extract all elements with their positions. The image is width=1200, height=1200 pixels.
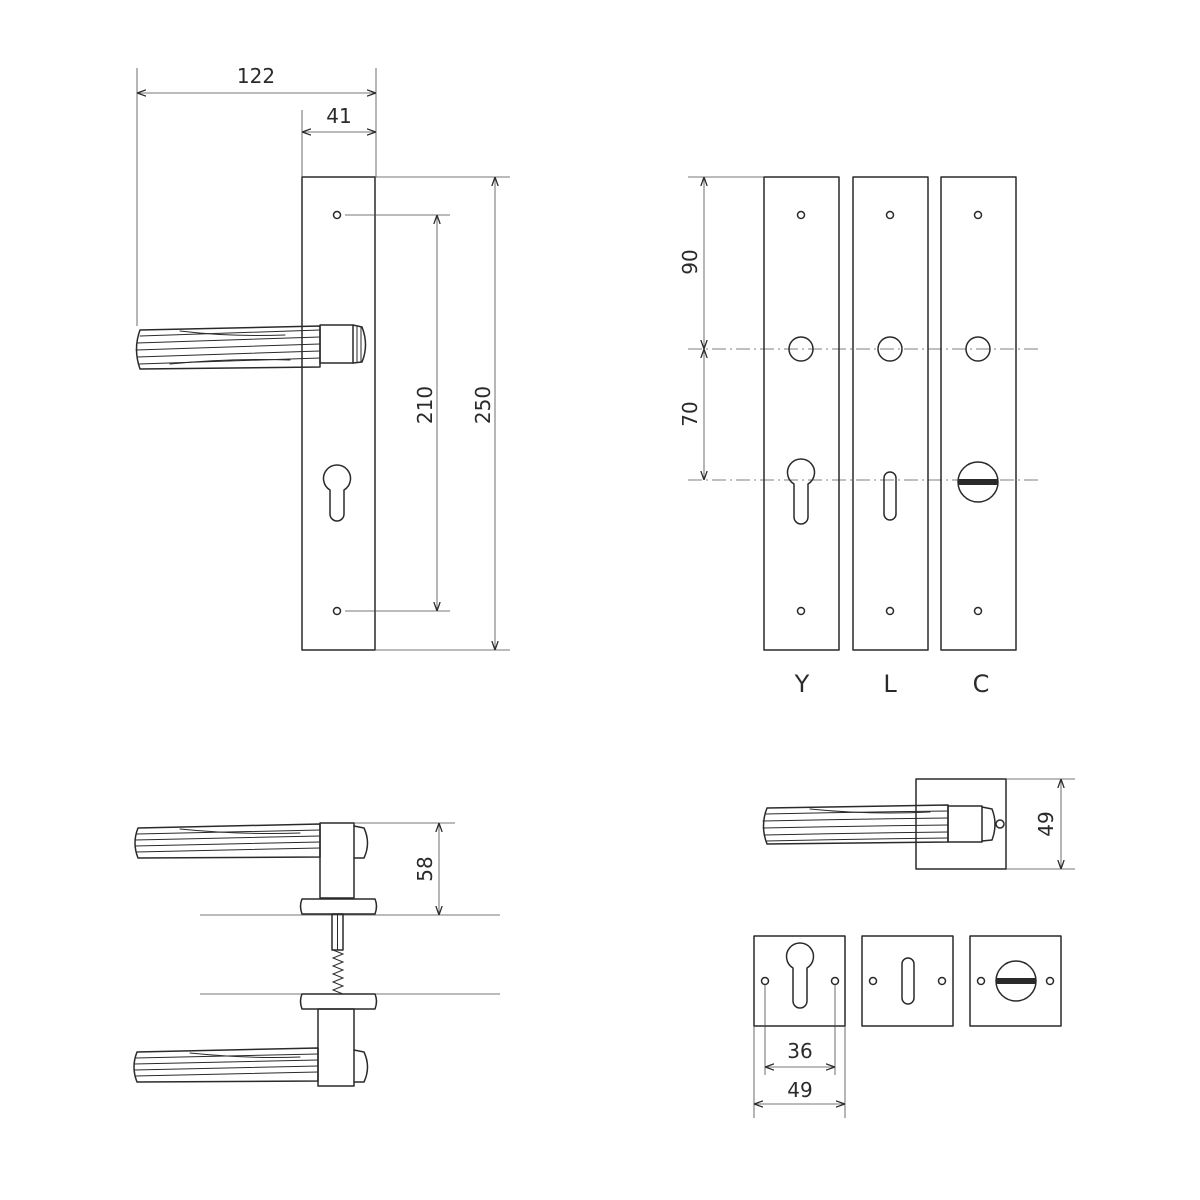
dim-rosette-size: 49 — [1006, 778, 1075, 870]
dim-handle-projection: 122 — [136, 64, 377, 326]
escutcheon-c — [969, 935, 1062, 1027]
dim-label-250: 250 — [471, 386, 495, 424]
dim-screw-spacing: 210 — [345, 214, 450, 612]
dim-label-58: 58 — [413, 856, 437, 881]
rosette-lever — [762, 778, 1007, 870]
rosette-view: 49 36 — [753, 778, 1075, 1118]
variants-view: 90 70 Y L C — [678, 176, 1040, 698]
plate-variant-c — [940, 176, 1017, 651]
side-lever-upper — [134, 822, 378, 915]
rosette-square — [915, 778, 1007, 870]
variant-label-l: L — [883, 670, 897, 698]
screw-hole-bottom — [332, 606, 342, 616]
variant-label-c: C — [973, 670, 990, 698]
lever-handle — [135, 324, 367, 370]
dim-label-49-horizontal: 49 — [787, 1078, 812, 1102]
dim-label-210: 210 — [413, 386, 437, 424]
plate-variant-y — [763, 176, 840, 651]
dim-label-90: 90 — [678, 249, 702, 274]
dim-handle-height: 58 — [354, 822, 455, 915]
side-lever-lower — [133, 993, 378, 1087]
dim-rosette-screw-spacing: 36 — [764, 985, 836, 1075]
dim-label-122: 122 — [237, 64, 275, 88]
dim-label-41: 41 — [326, 104, 351, 128]
dim-label-70: 70 — [678, 401, 702, 426]
dim-top-to-axis: 90 — [678, 176, 764, 349]
euro-cylinder-cutout — [322, 464, 352, 522]
screw-hole-top — [332, 210, 342, 220]
spindle — [331, 913, 345, 995]
backplate — [301, 176, 376, 651]
dim-label-49-vertical: 49 — [1034, 811, 1058, 836]
dim-rosette-width: 49 — [753, 1026, 846, 1118]
side-view: 58 — [133, 822, 500, 1087]
plate-variant-l — [852, 176, 929, 651]
dim-label-36: 36 — [787, 1039, 812, 1063]
escutcheon-l — [861, 935, 954, 1027]
dim-plate-width: 41 — [301, 104, 376, 177]
front-view: 122 41 210 250 — [135, 64, 510, 651]
dim-axis-to-lock: 70 — [678, 349, 704, 480]
variant-label-y: Y — [794, 670, 810, 698]
dim-plate-height: 250 — [375, 176, 510, 651]
escutcheon-y — [753, 935, 846, 1027]
